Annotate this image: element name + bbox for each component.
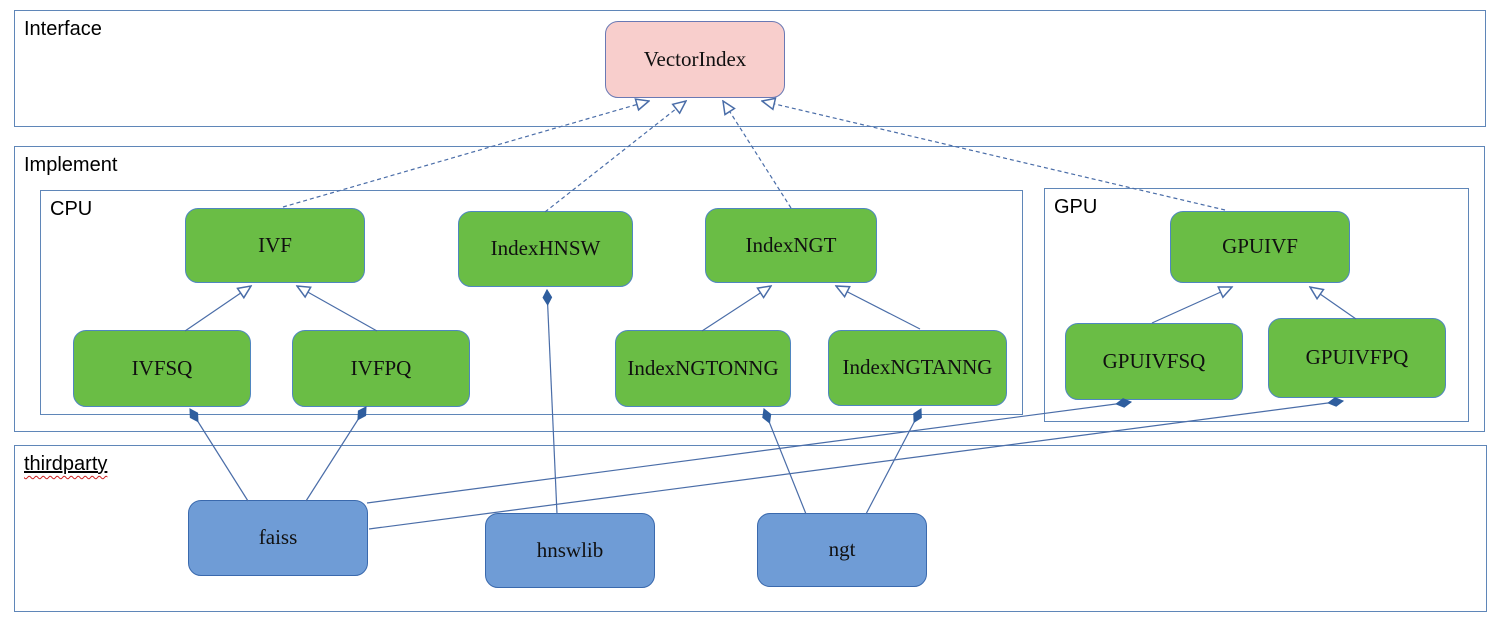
node-label-indexngt: IndexNGT (745, 232, 837, 257)
node-gpuivfpq[interactable]: GPUIVFPQ (1268, 318, 1446, 398)
node-gpuivf[interactable]: GPUIVF (1170, 211, 1350, 283)
node-gpuivfsq[interactable]: GPUIVFSQ (1065, 323, 1243, 400)
node-hnswlib[interactable]: hnswlib (485, 513, 655, 588)
node-label-gpuivfsq: GPUIVFSQ (1102, 348, 1206, 373)
node-label-ivf: IVF (258, 232, 292, 257)
node-ivf[interactable]: IVF (185, 208, 365, 283)
node-faiss[interactable]: faiss (188, 500, 368, 576)
node-label-ngt: ngt (828, 537, 856, 562)
container-label-interface: Interface (24, 18, 102, 40)
node-label-indexhnsw: IndexHNSW (490, 236, 601, 261)
container-label-thirdparty: thirdparty (24, 453, 107, 475)
node-label-gpuivf: GPUIVF (1222, 234, 1298, 259)
node-ngt[interactable]: ngt (757, 513, 927, 587)
node-label-vectorindex: VectorIndex (643, 46, 747, 71)
node-indexhnsw[interactable]: IndexHNSW (458, 211, 633, 287)
container-label-cpu: CPU (50, 198, 93, 220)
node-ivfpq[interactable]: IVFPQ (292, 330, 470, 407)
node-indexngt[interactable]: IndexNGT (705, 208, 877, 283)
node-label-ivfsq: IVFSQ (131, 355, 193, 380)
node-label-hnswlib: hnswlib (536, 537, 604, 562)
node-label-gpuivfpq: GPUIVFPQ (1305, 345, 1409, 370)
node-vectorindex[interactable]: VectorIndex (605, 21, 785, 98)
node-indexngtanng[interactable]: IndexNGTANNG (828, 330, 1007, 406)
node-label-faiss: faiss (258, 525, 298, 550)
container-label-gpu: GPU (1054, 196, 1098, 218)
node-label-indexngtonng: IndexNGTONNG (627, 355, 779, 380)
container-label-implement: Implement (24, 154, 118, 176)
node-ivfsq[interactable]: IVFSQ (73, 330, 251, 407)
container-label-text-thirdparty: thirdparty (24, 453, 108, 475)
node-indexngtonng[interactable]: IndexNGTONNG (615, 330, 791, 407)
node-label-ivfpq: IVFPQ (350, 355, 412, 380)
node-label-indexngtanng: IndexNGTANNG (842, 355, 993, 380)
